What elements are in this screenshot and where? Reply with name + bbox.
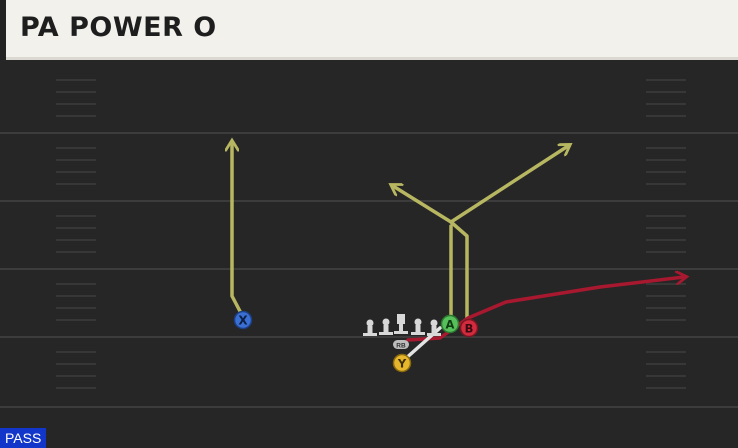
route-x xyxy=(232,143,245,319)
player-x[interactable]: X xyxy=(233,310,253,330)
player-y[interactable]: Y xyxy=(392,353,412,373)
lineman-icon xyxy=(379,318,393,335)
player-rb-label: RB xyxy=(396,343,406,350)
player-y-label: Y xyxy=(397,357,407,371)
player-b[interactable]: B xyxy=(459,318,479,338)
play-header: PA POWER O xyxy=(0,0,738,60)
lineman-icon xyxy=(363,319,377,336)
route-a-left-branch xyxy=(393,186,453,224)
center-icon xyxy=(394,314,408,334)
play-field: RB X A B Y xyxy=(0,79,738,408)
yard-lines xyxy=(0,132,738,408)
lineman-icon xyxy=(411,318,425,335)
offensive-line xyxy=(363,314,441,336)
header-accent xyxy=(0,0,6,60)
player-rb[interactable]: RB xyxy=(393,340,409,350)
play-type-badge: PASS xyxy=(0,428,47,448)
player-x-label: X xyxy=(238,314,248,328)
play-title: PA POWER O xyxy=(20,12,217,43)
player-a-label: A xyxy=(446,318,455,332)
hash-marks xyxy=(56,79,686,389)
route-a-right-branch xyxy=(449,146,568,224)
lineman-icon xyxy=(427,319,441,336)
player-b-label: B xyxy=(465,322,474,336)
route-a-stem-right xyxy=(449,220,469,320)
route-b xyxy=(406,277,684,342)
player-a[interactable]: A xyxy=(440,314,460,334)
